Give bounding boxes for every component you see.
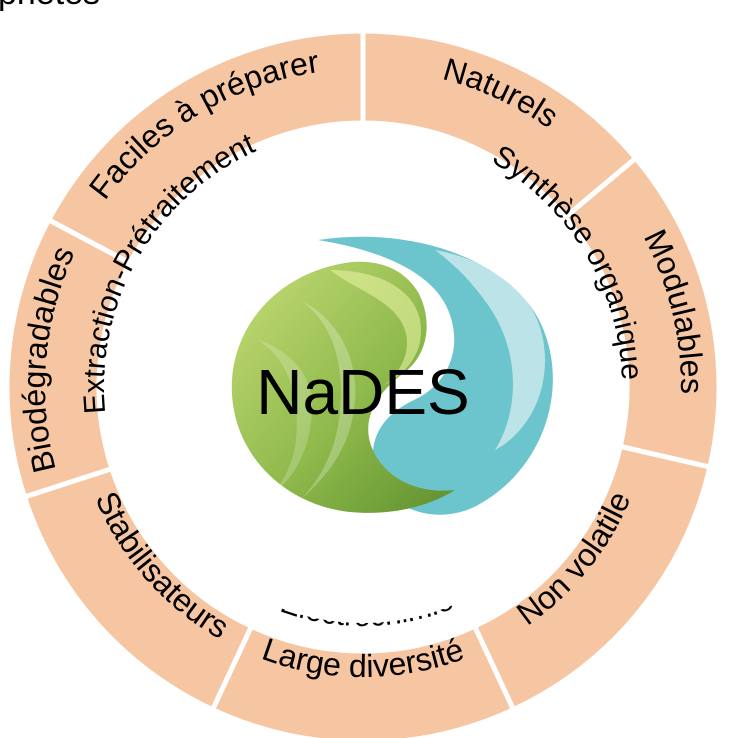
center-label: NaDES [256, 356, 469, 428]
outer-segment [4, 216, 134, 501]
header-partial-text: priétés [0, 0, 100, 13]
nades-logo-icon [231, 236, 553, 515]
inner-ring-separator [568, 494, 598, 514]
inner-ring-separator [132, 501, 162, 522]
